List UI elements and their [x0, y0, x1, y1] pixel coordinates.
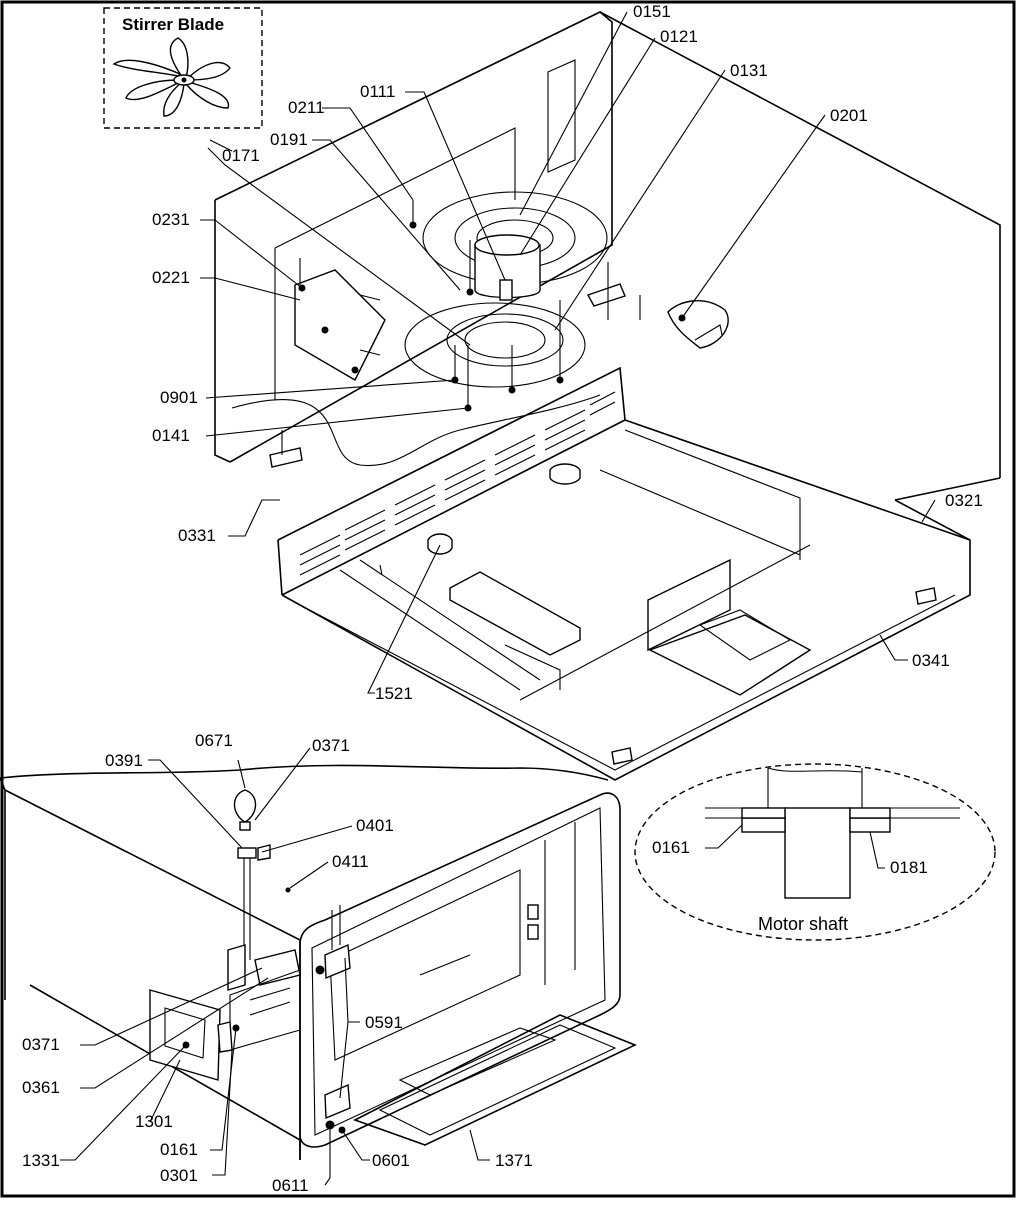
label-0301: 0301: [160, 1166, 198, 1185]
label-0671: 0671: [195, 731, 233, 750]
label-0191: 0191: [270, 130, 308, 149]
label-0901: 0901: [160, 388, 198, 407]
label-0221: 0221: [152, 268, 190, 287]
label-0611: 0611: [272, 1176, 309, 1195]
label-0411: 0411: [332, 852, 369, 871]
label-0211: 0211: [288, 98, 325, 117]
label-0391: 0391: [105, 751, 143, 770]
label-0601: 0601: [372, 1151, 410, 1170]
label-0161-shaft: 0161: [652, 838, 690, 857]
label-0181: 0181: [890, 858, 928, 877]
label-0151: 0151: [633, 2, 671, 21]
label-0401: 0401: [356, 816, 394, 835]
upper-cavity-assembly: [214, 11, 1001, 501]
label-0591: 0591: [365, 1013, 403, 1032]
stirrer-blade-drawing: [112, 37, 231, 117]
label-0201: 0201: [830, 106, 868, 125]
label-0321: 0321: [945, 491, 983, 510]
label-0361: 0361: [22, 1078, 60, 1097]
label-0131: 0131: [730, 61, 768, 80]
motor-shaft-caption: Motor shaft: [758, 914, 848, 934]
label-0371-top: 0371: [312, 736, 350, 755]
label-1301: 1301: [135, 1112, 173, 1131]
motor-shaft-inset: Motor shaft: [634, 763, 996, 941]
label-1371: 1371: [495, 1151, 533, 1170]
label-1521: 1521: [375, 684, 413, 703]
label-0371-left: 0371: [22, 1035, 60, 1054]
label-0141: 0141: [152, 426, 190, 445]
outer-case-assembly: [277, 366, 971, 781]
label-0121: 0121: [660, 27, 698, 46]
part-labels: 0151 0121 0131 0201 0111 0211 0191 0171 …: [22, 2, 983, 1195]
label-0341: 0341: [912, 651, 950, 670]
label-0231: 0231: [152, 210, 190, 229]
lower-cavity-assembly: [0, 764, 637, 1160]
label-0111: 0111: [360, 82, 395, 101]
label-0171: 0171: [222, 146, 260, 165]
label-0161-bottom: 0161: [160, 1140, 198, 1159]
label-0331: 0331: [178, 526, 216, 545]
label-1331: 1331: [22, 1151, 60, 1170]
leader-lines: [60, 11, 936, 1186]
stirrer-blade-inset: Stirrer Blade: [103, 7, 263, 152]
stirrer-blade-title: Stirrer Blade: [122, 15, 224, 34]
